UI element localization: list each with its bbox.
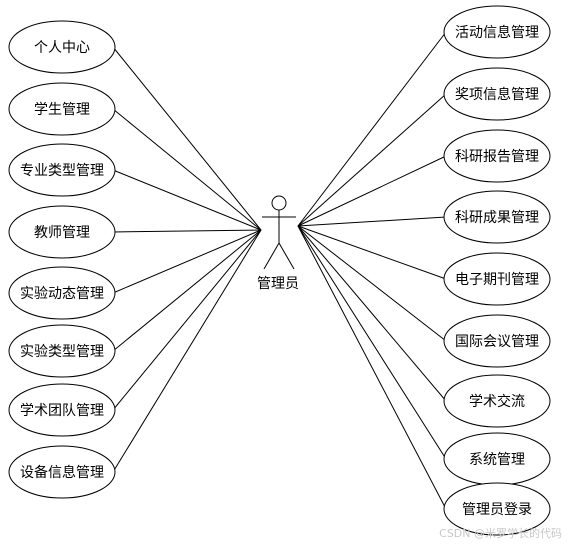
use-case-ellipse: [443, 314, 551, 368]
use-case-ellipse: [8, 266, 116, 320]
use-case-label: 学术交流: [469, 393, 525, 410]
left-association-line: [112, 46, 262, 231]
use-case-label: 实验动态管理: [20, 286, 104, 302]
right-association-line: [297, 225, 447, 460]
right-association-line: [297, 31, 447, 227]
actor-head: [271, 195, 287, 211]
use-case-ellipse: [8, 445, 116, 499]
right-use-case: 管理员登录: [443, 482, 551, 536]
right-use-case: 学术交流: [443, 374, 551, 428]
use-case-ellipse: [443, 482, 551, 536]
use-case-label: 科研成果管理: [455, 210, 539, 226]
use-case-label: 设备信息管理: [20, 464, 104, 481]
use-case-ellipse: [8, 383, 116, 437]
right-association-line: [297, 225, 447, 280]
actor-right-leg: [278, 242, 295, 270]
use-case-ellipse: [443, 252, 551, 306]
right-use-case: 电子期刊管理: [443, 252, 551, 306]
right-use-case: 活动信息管理: [443, 5, 551, 59]
right-association-line: [297, 155, 447, 227]
use-case-label: 教师管理: [34, 225, 90, 241]
right-association-line: [297, 225, 447, 510]
use-case-label: 奖项信息管理: [455, 86, 539, 103]
right-use-case: 国际会议管理: [443, 314, 551, 368]
use-case-ellipse: [443, 190, 551, 244]
right-use-case: 科研成果管理: [443, 190, 551, 244]
use-case-ellipse: [8, 324, 116, 378]
left-association-line: [112, 229, 262, 473]
left-use-case: 设备信息管理: [8, 445, 116, 499]
left-use-case: 学术团队管理: [8, 383, 116, 437]
use-case-ellipse: [8, 20, 116, 74]
use-case-label: 专业类型管理: [20, 163, 104, 179]
use-case-label: 活动信息管理: [455, 24, 539, 41]
right-association-line: [297, 93, 447, 227]
use-case-ellipse: [443, 67, 551, 121]
left-association-line: [112, 169, 262, 231]
right-use-case: 科研报告管理: [443, 129, 551, 183]
use-case-ellipse: [443, 129, 551, 183]
use-case-ellipse: [443, 374, 551, 428]
actor-left-leg: [263, 242, 280, 270]
use-case-label: 国际会议管理: [455, 334, 539, 350]
use-case-label: 学生管理: [34, 102, 90, 118]
left-association-line: [112, 229, 262, 294]
watermark: CSDN @米罗学长的代码: [439, 527, 562, 540]
left-use-case: 教师管理: [8, 205, 116, 259]
right-use-case: 奖项信息管理: [443, 67, 551, 121]
left-use-cases: 个人中心学生管理专业类型管理教师管理实验动态管理实验类型管理学术团队管理设备信息…: [8, 20, 116, 499]
use-case-ellipse: [443, 5, 551, 59]
actor-label: 管理员: [257, 276, 299, 292]
left-use-case: 实验类型管理: [8, 324, 116, 378]
left-association-line: [112, 229, 262, 411]
association-lines: [112, 31, 447, 510]
use-case-label: 管理员登录: [462, 502, 532, 518]
use-case-label: 电子期刊管理: [455, 272, 539, 288]
use-case-label: 学术团队管理: [20, 403, 104, 419]
use-case-ellipse: [8, 82, 116, 136]
left-use-case: 专业类型管理: [8, 143, 116, 197]
use-case-ellipse: [8, 205, 116, 259]
left-association-line: [112, 229, 262, 233]
right-association-line: [297, 225, 447, 402]
use-case-label: 个人中心: [34, 40, 90, 56]
left-association-line: [112, 108, 262, 231]
left-association-line: [112, 229, 262, 352]
use-case-label: 科研报告管理: [455, 149, 539, 165]
right-use-cases: 活动信息管理奖项信息管理科研报告管理科研成果管理电子期刊管理国际会议管理学术交流…: [443, 5, 551, 536]
left-use-case: 学生管理: [8, 82, 116, 136]
left-use-case: 实验动态管理: [8, 266, 116, 320]
actor-admin: 管理员: [257, 195, 299, 292]
use-case-label: 系统管理: [469, 452, 525, 468]
right-association-line: [297, 225, 447, 342]
use-case-label: 实验类型管理: [20, 344, 104, 360]
right-association-line: [297, 216, 447, 227]
right-use-case: 系统管理: [443, 432, 551, 486]
use-case-ellipse: [8, 143, 116, 197]
left-use-case: 个人中心: [8, 20, 116, 74]
